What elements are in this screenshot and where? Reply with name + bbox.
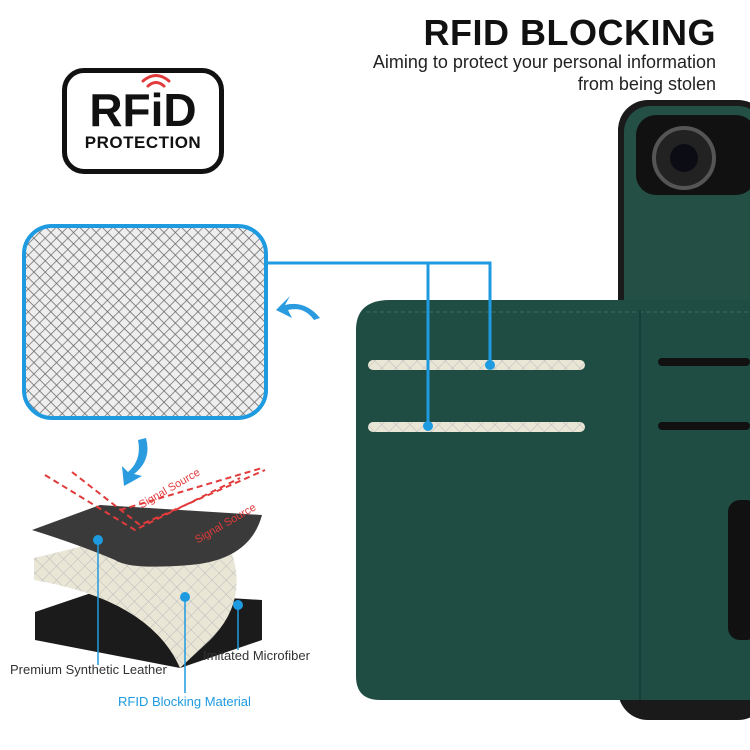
subtitle-line-2: from being stolen (577, 74, 716, 94)
label-synthetic-leather: Premium Synthetic Leather (10, 662, 167, 677)
arrow-down-icon (122, 438, 148, 486)
wifi-signal-icon (141, 74, 171, 88)
badge-subtitle: PROTECTION (84, 133, 202, 152)
page-title: RFID BLOCKING (423, 12, 716, 53)
badge-logo-text: RFiD (89, 84, 197, 136)
label-microfiber: Imitated Microfiber (203, 648, 310, 663)
layer-diagram (32, 467, 266, 693)
rfid-protection-badge: RFiD PROTECTION (62, 68, 224, 174)
arrow-icon (276, 296, 320, 320)
callout-lines (266, 261, 492, 426)
wallet (356, 300, 750, 700)
label-rfid-material: RFID Blocking Material (118, 694, 251, 709)
rfid-mesh-closeup (22, 224, 268, 420)
subtitle-line-1: Aiming to protect your personal informat… (372, 52, 716, 72)
